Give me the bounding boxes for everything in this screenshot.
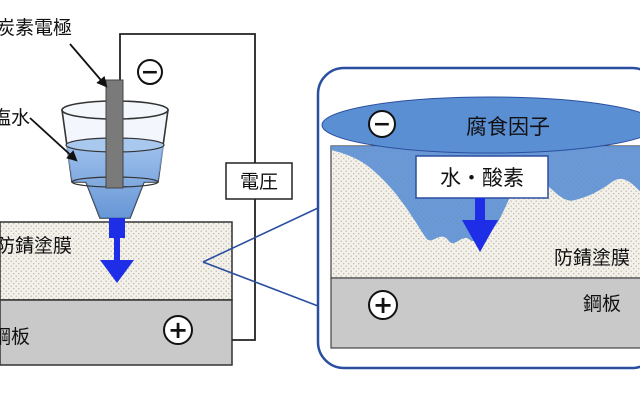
circuit-wire	[119, 33, 256, 341]
penetration-arrow-right	[462, 198, 498, 252]
voltage-box	[225, 162, 293, 200]
zoom-line-bottom	[202, 261, 319, 307]
electrode-pointer	[69, 43, 108, 88]
steel-label-right: 鋼板	[583, 293, 621, 315]
water-pointer	[29, 117, 78, 162]
electrode-minus-circle	[137, 59, 163, 85]
carbon-electrode	[105, 79, 124, 189]
corrosion-minus-circle	[368, 110, 396, 138]
electrode-label: 炭素電極	[0, 17, 72, 39]
steel-plus-sign-left: +	[168, 316, 188, 344]
steel-plate-left	[0, 299, 233, 366]
steel-plus-sign-right: +	[373, 291, 393, 319]
electrode-minus-sign: −	[141, 60, 159, 85]
voltage-label: 電圧	[240, 171, 278, 193]
corrosion-minus-sign: −	[373, 112, 391, 137]
steel-label-left: 鋼板	[0, 326, 30, 348]
steel-plus-circle-left	[163, 315, 193, 345]
steel-plus-circle-right	[368, 290, 398, 320]
corrosion-factor-label: 腐食因子	[466, 115, 550, 139]
water-oxygen-box	[415, 155, 549, 199]
corrosion-factor-ellipse	[321, 96, 640, 154]
coating-label-right: 防錆塗膜	[554, 246, 630, 269]
water-oxygen-label: 水・酸素	[440, 166, 524, 190]
water-label: 塩水	[0, 107, 30, 129]
penetration-arrow-left	[100, 218, 134, 283]
coating-label-left: 防錆塗膜	[0, 234, 72, 257]
zoom-line-top	[202, 207, 319, 263]
